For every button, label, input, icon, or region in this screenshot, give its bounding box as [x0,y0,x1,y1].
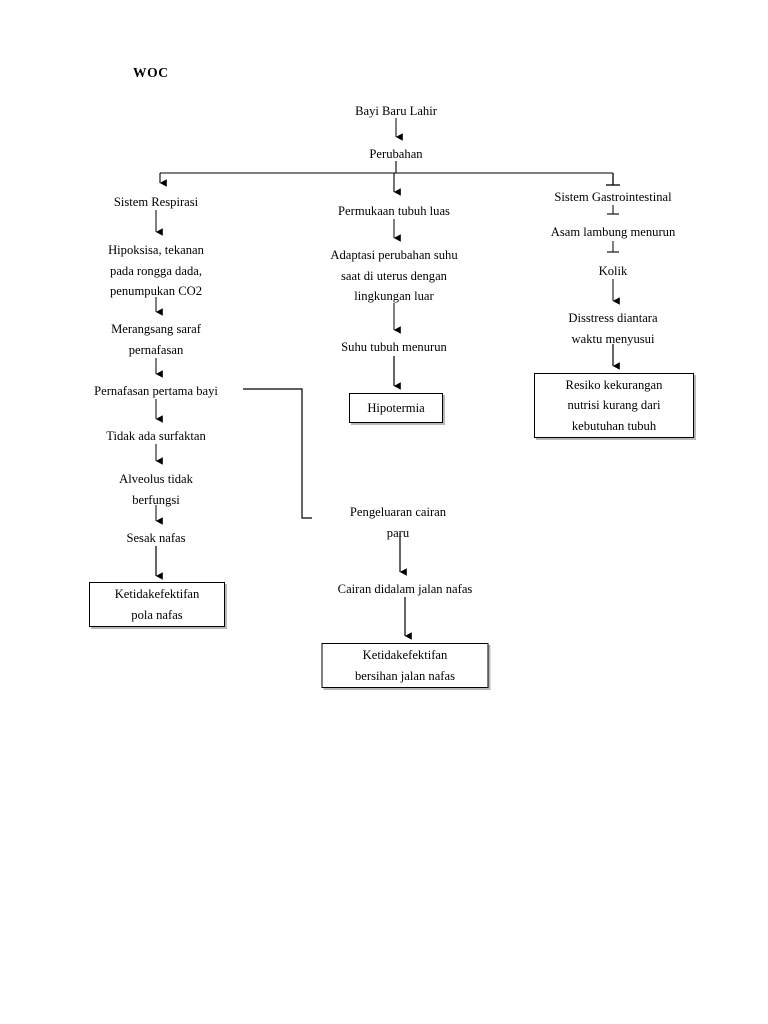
node-disstress-diantara-waktu-menyusui: Disstress diantara waktu menyusui [568,311,658,346]
node-asam-lambung-menurun: Asam lambung menurun [550,225,676,239]
edge-pernafasan-to-pengeluaran-cairan [243,388,312,519]
node-bayi-baru-lahir: Bayi Baru Lahir [355,104,437,118]
node-perubahan: Perubahan [369,147,423,161]
node-ketidakefektifan-bersihan-jalan-nafas: Ketidakefektifan bersihan jalan nafas [321,643,489,688]
node-sistem-respirasi: Sistem Respirasi [113,195,199,209]
node-cairan-didalam-jalan-nafas: Cairan didalam jalan nafas [337,582,473,596]
edge-bus-to-sistem-gastrointestinal [606,173,620,186]
node-pernafasan-pertama-bayi: Pernafasan pertama bayi [94,384,218,398]
node-suhu-tubuh-menurun: Suhu tubuh menurun [341,340,447,354]
node-alveolus-tidak-berfungsi: Alveolus tidak berfungsi [119,472,193,507]
node-permukaan-tubuh-luas: Permukaan tubuh luas [338,204,450,218]
edge-asam-lambung-to-kolik [607,241,619,253]
node-ketidakefektifan-pola-nafas: Ketidakefektifan pola nafas [89,582,225,627]
node-sesak-nafas: Sesak nafas [126,531,186,545]
node-sistem-gastrointestinal: Sistem Gastrointestinal [554,190,672,204]
node-hipoksisa-tekanan: Hipoksisa, tekanan pada rongga dada, pen… [108,243,204,298]
woc-title: WOC [133,65,169,80]
node-resiko-kekurangan-nutrisi: Resiko kekurangan nutrisi kurang dari ke… [534,373,694,438]
node-tidak-ada-surfaktan: Tidak ada surfaktan [106,429,206,443]
node-pengeluaran-cairan-paru: Pengeluaran cairan paru [349,505,447,540]
node-adaptasi-perubahan-suhu: Adaptasi perubahan suhu saat di uterus d… [330,248,458,303]
node-hipotermia: Hipotermia [349,393,443,423]
node-merangsang-saraf-pernafasan: Merangsang saraf pernafasan [111,322,201,357]
node-kolik: Kolik [598,264,628,278]
